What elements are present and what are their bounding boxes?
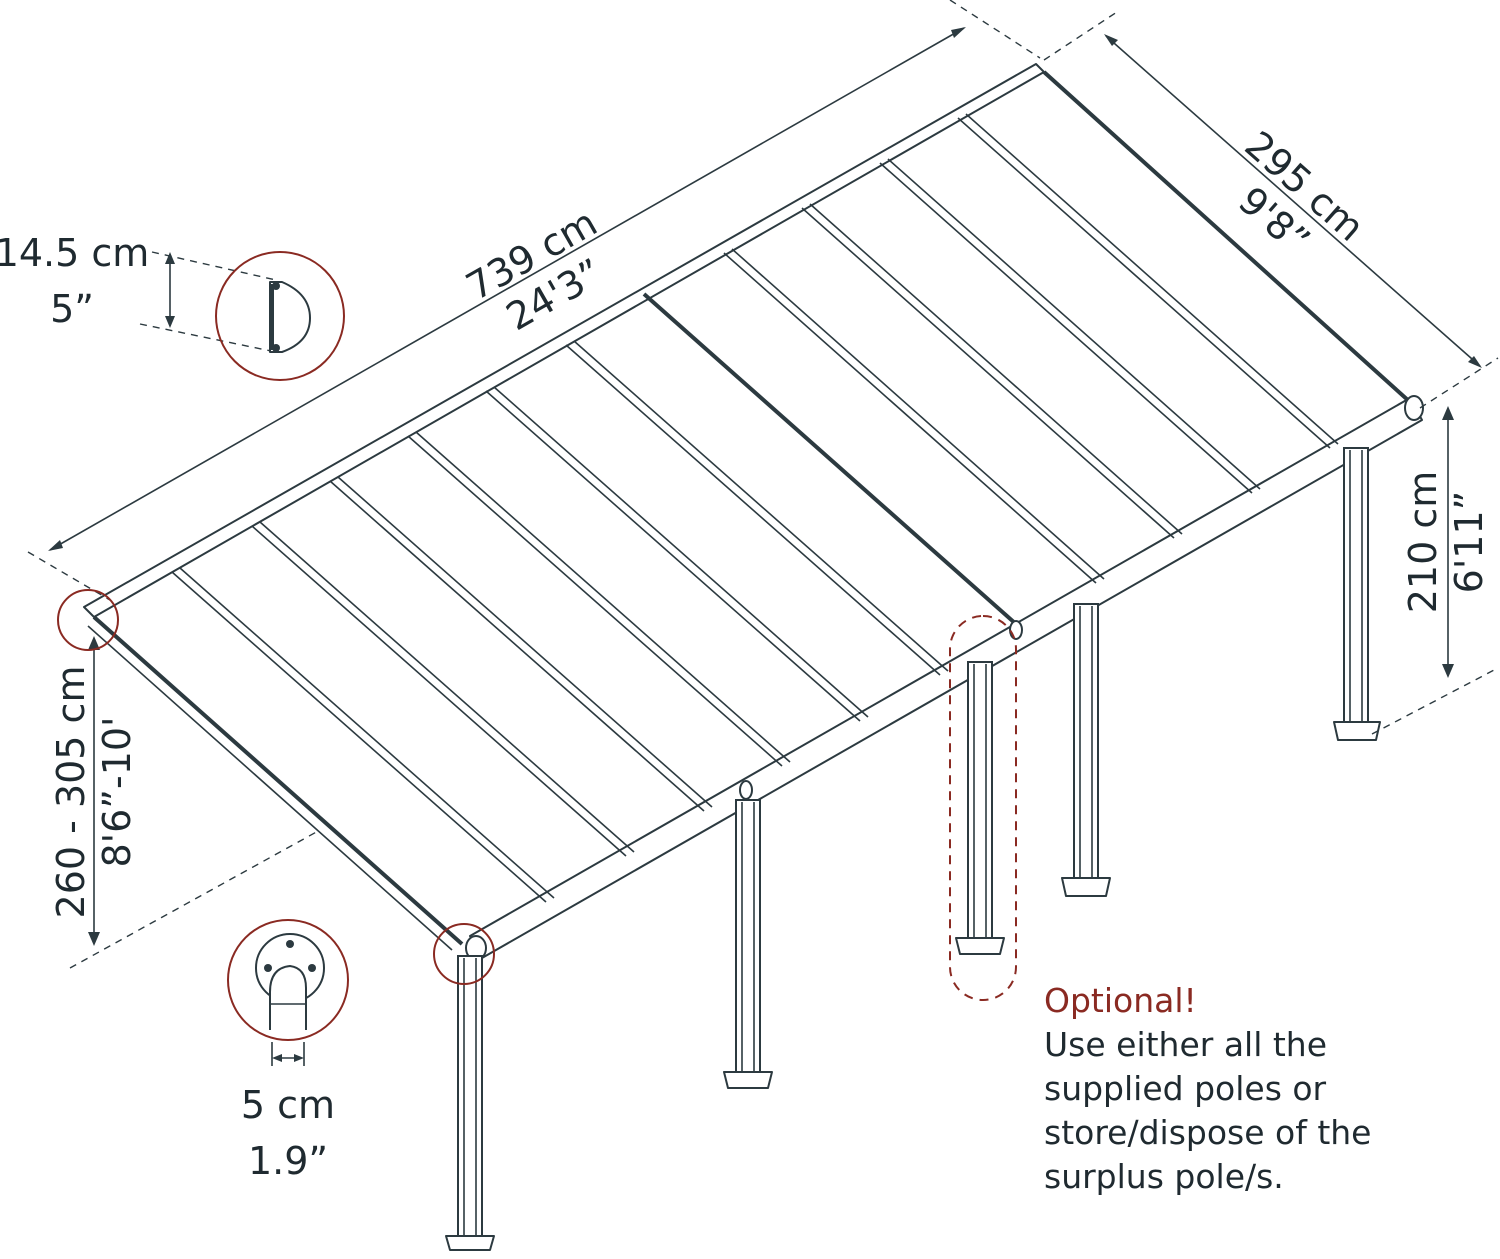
beam-height-in-label: 5” (50, 287, 94, 331)
wall-height-cm-label: 260 - 305 cm (49, 666, 93, 919)
wall-height-ft-label: 8'6”-10' (95, 717, 139, 868)
optional-note-title: Optional! (1044, 981, 1197, 1020)
pole-5 (1333, 447, 1381, 741)
pole-3-optional (955, 661, 1005, 955)
roof (83, 63, 1424, 961)
dimension-lines (27, 0, 1499, 969)
pole-detail (227, 919, 349, 1066)
poles (445, 447, 1381, 1251)
middle-rail (642, 292, 1018, 626)
beam-detail-circle (215, 251, 345, 381)
pole-detail-circle (227, 919, 349, 1041)
optional-note-line-1: Use either all the (1044, 1025, 1327, 1064)
left-side-rail (92, 615, 464, 946)
optional-pole-highlight (949, 615, 1017, 1001)
pole-1 (445, 955, 495, 1251)
beam-end-marker (57, 589, 119, 651)
front-height-ft-label: 6'11” (1447, 491, 1491, 594)
back-wall-beam (83, 63, 1045, 618)
beam-height-cm-label: 14.5 cm (0, 231, 149, 275)
beam-detail (215, 251, 345, 381)
pole-width-in-label: 1.9” (248, 1139, 328, 1183)
optional-note-line-3: store/dispose of the (1044, 1113, 1371, 1152)
right-side-rail (1042, 70, 1412, 404)
width-dimension-line (1105, 35, 1481, 367)
pole-top-marker (433, 923, 495, 985)
pole-4 (1061, 603, 1111, 897)
pole-2 (723, 799, 773, 1089)
optional-note-line-4: surplus pole/s. (1044, 1157, 1284, 1196)
front-beam (469, 397, 1423, 959)
length-dimension-line (49, 27, 965, 551)
front-height-cm-label: 210 cm (1401, 471, 1445, 614)
glazing-bars (171, 113, 1339, 903)
optional-note-line-2: supplied poles or (1044, 1069, 1327, 1108)
pole-width-cm-label: 5 cm (241, 1083, 335, 1127)
